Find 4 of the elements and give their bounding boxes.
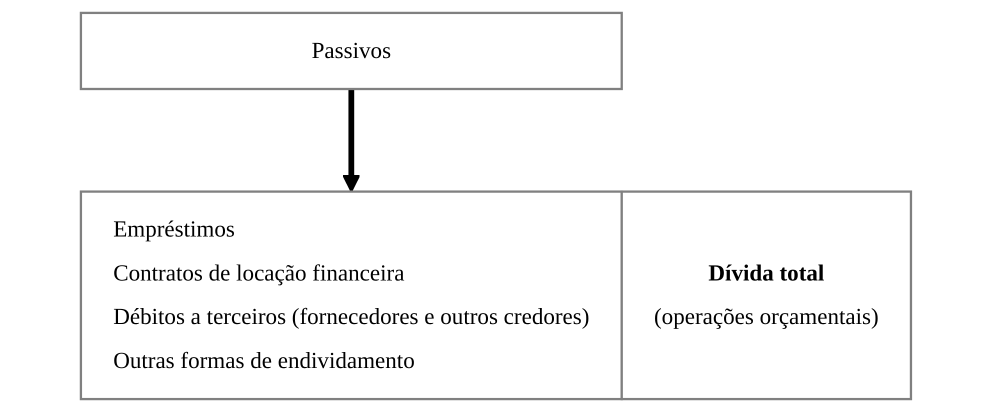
node-box: Empréstimos Contratos de locação financeira Débitos a terceiros (fornecedores e outros credores) Outras formas de endividamento [79, 190, 622, 400]
arrow [342, 89, 360, 192]
node-box: Passivos [79, 12, 622, 90]
node-box: Dívida total (operações orçamentais) [620, 190, 912, 400]
